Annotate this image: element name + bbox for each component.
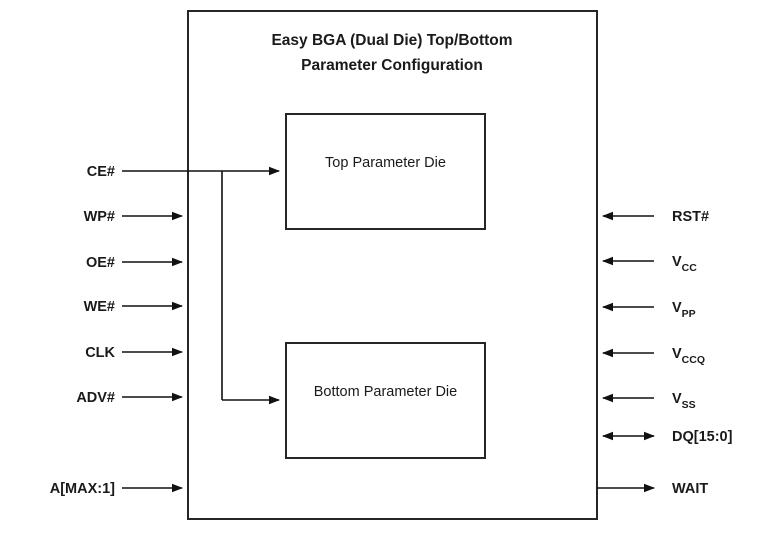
pin-label-vcc: VCC — [672, 254, 697, 274]
top-die-label: Top Parameter Die — [325, 155, 446, 171]
pin-label-we: WE# — [84, 299, 115, 315]
pin-label-vpp-subscript: PP — [682, 308, 696, 320]
pin-label-vcc-subscript: CC — [682, 262, 698, 274]
pin-label-vcc-base: V — [672, 254, 682, 270]
bottom-die-label: Bottom Parameter Die — [314, 384, 457, 400]
pin-label-wp: WP# — [84, 209, 115, 225]
pin-label-oe: OE# — [86, 255, 115, 271]
pin-label-vpp: VPP — [672, 300, 696, 320]
pin-label-adv: ADV# — [76, 390, 115, 406]
pin-label-vss-base: V — [672, 391, 682, 407]
bottom-die-box — [285, 342, 486, 459]
package-outline — [187, 10, 598, 520]
pin-label-rst: RST# — [672, 209, 709, 225]
diagram-title-line1: Easy BGA (Dual Die) Top/Bottom — [271, 32, 512, 49]
pin-label-wait: WAIT — [672, 481, 708, 497]
pin-label-vss-subscript: SS — [682, 399, 696, 411]
diagram-title-line2: Parameter Configuration — [301, 57, 483, 74]
top-die-box — [285, 113, 486, 230]
pin-label-clk: CLK — [85, 345, 115, 361]
pin-label-vss: VSS — [672, 391, 696, 411]
pin-label-vccq-base: V — [672, 346, 682, 362]
pin-label-ce: CE# — [87, 164, 115, 180]
pin-label-vccq-subscript: CCQ — [682, 354, 705, 366]
pin-label-vpp-base: V — [672, 300, 682, 316]
pin-label-dq: DQ[15:0] — [672, 429, 733, 445]
pin-label-address: A[MAX:1] — [50, 481, 115, 497]
pin-label-vccq: VCCQ — [672, 346, 705, 366]
